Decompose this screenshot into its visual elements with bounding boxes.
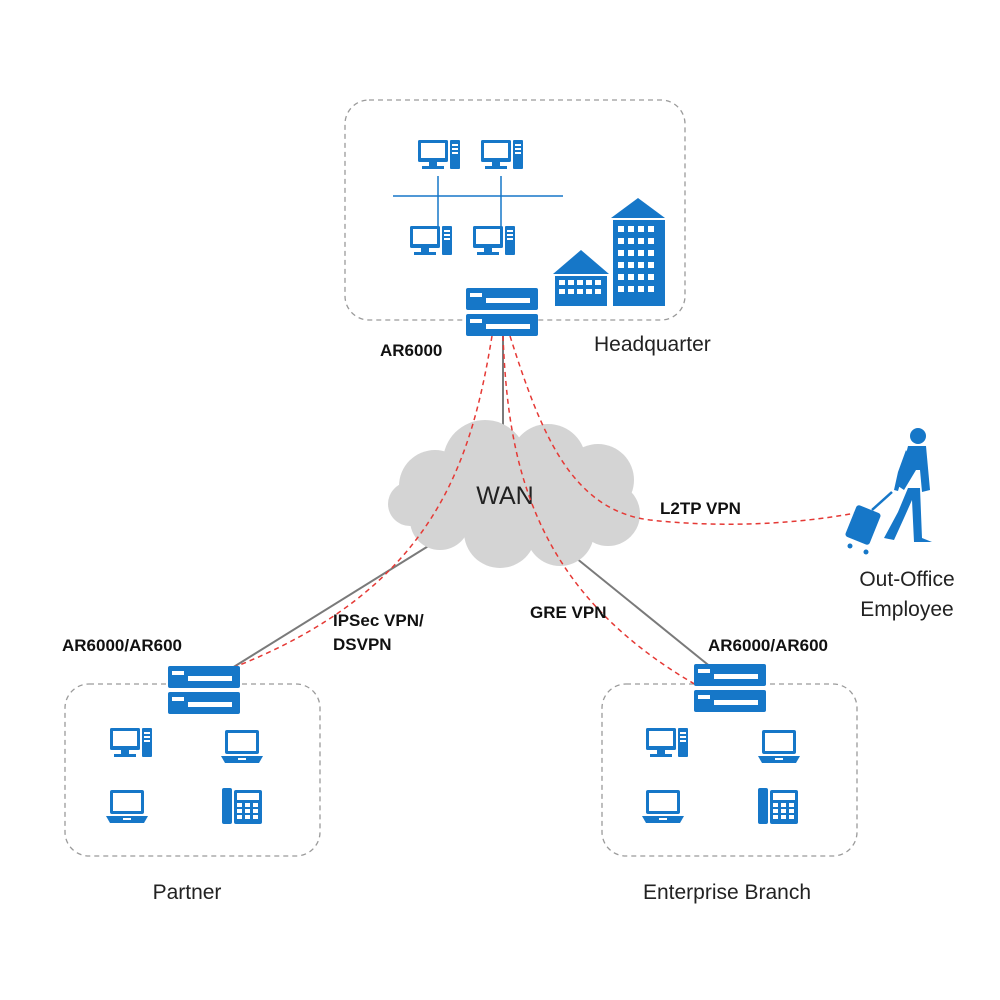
gre-vpn-label: GRE VPN [530, 603, 607, 622]
wan-label: WAN [476, 482, 533, 510]
desktop-pc-icon [418, 140, 460, 169]
gre-vpn-tunnel [502, 335, 699, 687]
traveler-icon [845, 428, 932, 555]
partner-router-icon [168, 666, 240, 714]
hq-router-icon [466, 288, 538, 336]
partner-router-label: AR6000/AR600 [62, 636, 182, 655]
branch-router-icon [694, 664, 766, 712]
hq-router-label: AR6000 [380, 341, 442, 360]
laptop-icon [758, 730, 800, 763]
laptop-icon [221, 730, 263, 763]
desktop-pc-icon [646, 728, 688, 757]
vpn-tunnels [204, 335, 856, 687]
desktop-pc-icon [473, 226, 515, 255]
ipsec-vpn-tunnel [204, 335, 493, 679]
ipsec-vpn-label-line2: DSVPN [333, 635, 392, 654]
branch-label: Enterprise Branch [643, 881, 811, 904]
l2tp-vpn-tunnel [509, 335, 856, 525]
headquarter-label: Headquarter [594, 333, 711, 356]
employee-label-line1: Out-Office [859, 568, 954, 591]
laptop-icon [642, 790, 684, 823]
desktop-pc-icon [110, 728, 152, 757]
partner-label: Partner [153, 881, 222, 904]
office-building-icon [553, 250, 609, 306]
ip-phone-icon [222, 788, 262, 824]
hq-lan-bus [393, 176, 563, 226]
office-tower-icon [611, 198, 665, 306]
laptop-icon [106, 790, 148, 823]
wan-cloud [388, 420, 640, 568]
desktop-pc-icon [410, 226, 452, 255]
employee-label-line2: Employee [860, 598, 953, 621]
ipsec-vpn-label-line1: IPSec VPN/ [333, 611, 424, 630]
ip-phone-icon [758, 788, 798, 824]
desktop-pc-icon [481, 140, 523, 169]
branch-router-label: AR6000/AR600 [708, 636, 828, 655]
l2tp-vpn-label: L2TP VPN [660, 499, 741, 518]
